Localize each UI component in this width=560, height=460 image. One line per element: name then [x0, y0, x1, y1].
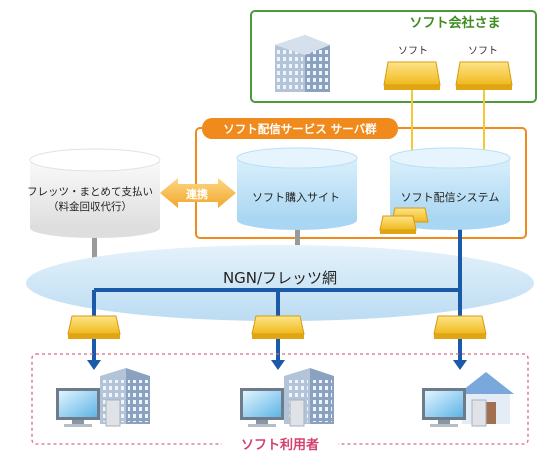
purchase-site-server — [236, 147, 358, 230]
server-group-title: ソフト配信サービス サーバ群 — [223, 122, 377, 136]
user-office-building-icon — [100, 368, 150, 424]
users-title: ソフト利用者 — [240, 438, 319, 453]
network-package-icon — [433, 315, 487, 339]
flets-billing-line1: フレッツ・まとめて支払い — [27, 186, 153, 198]
user-computer-icon — [240, 388, 305, 427]
network-label: NGN/フレッツ網 — [222, 269, 338, 287]
software-package-icon — [383, 61, 441, 90]
software-package-icon — [455, 61, 513, 90]
server-to-network-lines — [92, 225, 300, 261]
user-computer-icon — [422, 388, 487, 427]
link-label: 連携 — [186, 188, 208, 201]
software-label: ソフト — [398, 46, 428, 57]
software-company-title: ソフト会社さま — [409, 16, 501, 31]
company-building-icon — [275, 35, 330, 92]
software-label: ソフト — [468, 46, 498, 57]
user-computer-icon — [56, 388, 121, 427]
network-arrowheads — [87, 360, 467, 370]
link-arrow — [160, 178, 236, 208]
flets-billing-label: フレッツ・まとめて支払い （料金回収代行） — [24, 185, 156, 215]
stored-software-icon — [379, 207, 429, 234]
delivery-system-label: ソフト配信システム — [400, 191, 500, 204]
flets-billing-server — [29, 148, 161, 238]
flets-billing-line2: （料金回収代行） — [48, 201, 132, 213]
users-box — [31, 353, 529, 450]
ngn-network-cloud — [26, 245, 534, 321]
purchase-site-label: ソフト購入サイト — [252, 191, 340, 204]
network-package-icon — [251, 315, 305, 339]
network-package-icon — [67, 315, 121, 339]
software-connection-lines — [411, 88, 485, 152]
